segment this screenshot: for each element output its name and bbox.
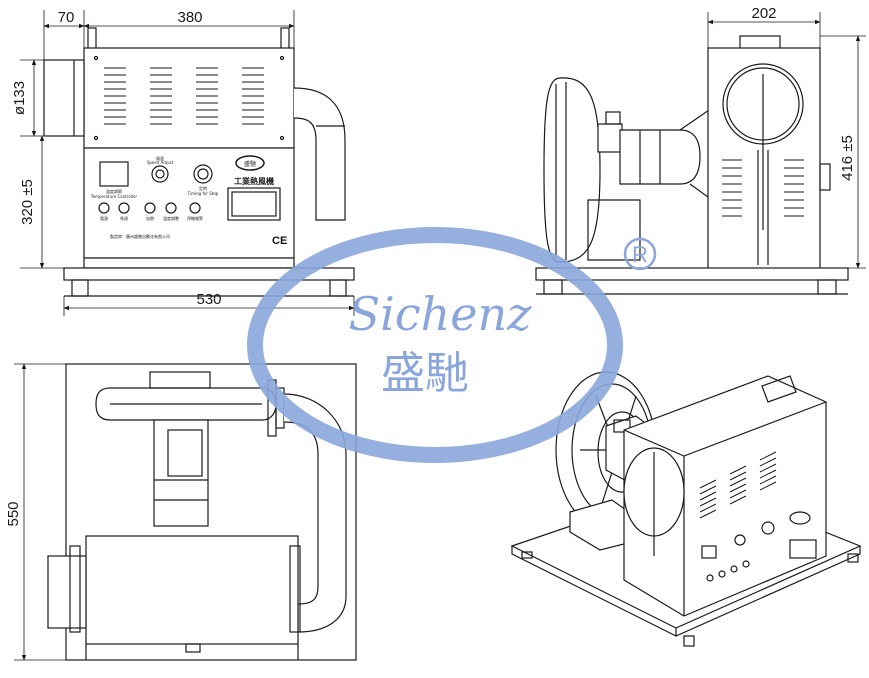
label-timer: 定時 [199, 185, 207, 191]
label-power: 電源 [100, 215, 108, 221]
dim-height: 320 ±5 [19, 179, 36, 225]
top-dimensions [14, 363, 66, 661]
brand-name: 工業熱風機 [234, 176, 274, 186]
label-heat-knob: 溫度調整 [163, 215, 179, 221]
registered-mark-icon: R [623, 237, 657, 271]
watermark-brand-cn: 盛馳 [381, 348, 469, 399]
alarm-indicator-icon [189, 202, 201, 214]
label-timer-en: Timing for Stop [187, 191, 219, 196]
dim-diameter: ø133 [11, 81, 28, 115]
label-alarm: 停機報警 [187, 215, 203, 221]
label-heat: 加熱 [146, 215, 154, 221]
svg-text:R: R [632, 242, 648, 267]
temperature-knob-icon [165, 202, 177, 214]
side-view [535, 35, 849, 295]
label-motor: 馬達 [120, 215, 128, 221]
label-temp: 溫度調節 [106, 188, 122, 194]
dim-side-height: 416 ±5 [839, 135, 856, 181]
top-view [47, 363, 357, 661]
side-dimensions [707, 12, 866, 269]
nameplate [227, 187, 281, 221]
company-line: 製造商：廣州盛馳自動化有限公司 [110, 233, 170, 239]
temperature-display [99, 161, 129, 187]
front-vents [103, 67, 265, 125]
dim-side-width: 202 [751, 5, 776, 22]
power-indicator-icon [98, 202, 110, 214]
label-speed: 調速 [156, 155, 164, 161]
label-speed-en: Speed Adjust [147, 160, 174, 165]
side-vents [722, 159, 804, 217]
dim-top-small: 70 [58, 9, 75, 26]
front-dimensions [20, 10, 355, 316]
brand-logo [235, 155, 265, 171]
speed-knob [151, 165, 169, 183]
dim-top-depth: 550 [5, 501, 22, 526]
front-panel-labels: 溫度調節 Temperature Controller 調速 Speed Adj… [90, 155, 287, 247]
dim-top-main: 380 [177, 9, 202, 26]
timer-knob [193, 164, 213, 184]
dim-base-width: 530 [196, 291, 221, 308]
heat-indicator-icon [144, 202, 156, 214]
brand-logo-text: 盛馳 [244, 160, 256, 168]
ce-mark: CE [272, 235, 287, 247]
watermark: Sichenz 盛馳 [247, 227, 623, 463]
watermark-brand-en: Sichenz [349, 287, 532, 341]
label-temp-en: Temperature Controller [90, 194, 138, 199]
motor-indicator-icon [118, 202, 130, 214]
iso-vents [699, 451, 777, 519]
front-view [43, 27, 355, 297]
